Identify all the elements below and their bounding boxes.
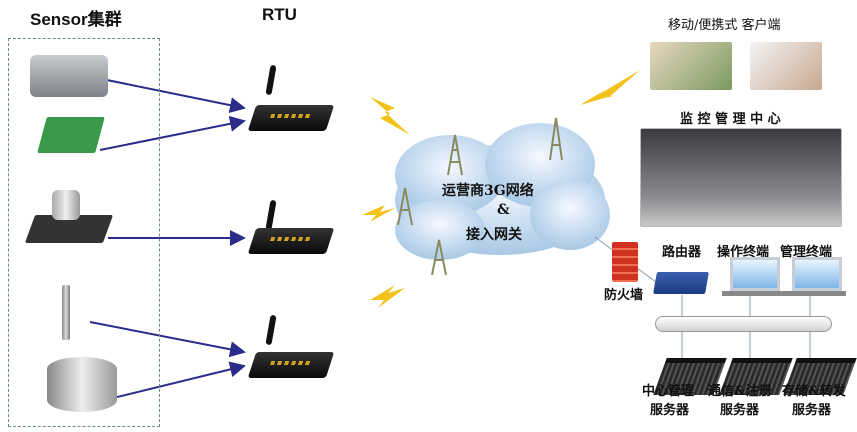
- rtu-device-2: [247, 228, 335, 254]
- tower-icons: [397, 117, 563, 276]
- cloud-label-3: 接入网关: [466, 227, 522, 243]
- camera-sensor-image: [30, 55, 108, 97]
- server-storage-line2: 服务器: [792, 403, 832, 418]
- firewall-icon: [612, 242, 638, 282]
- rtu-device-1: [247, 105, 335, 131]
- operator-keyboard-icon: [722, 291, 784, 296]
- cloud-label-2: &: [497, 202, 510, 218]
- cylinder-sensor-image: [47, 357, 117, 412]
- rtu-title: RTU: [262, 5, 297, 24]
- operator-terminal-label: 操作终端: [717, 245, 770, 260]
- admin-monitor-icon: [792, 257, 842, 291]
- gyro-image: [52, 190, 80, 220]
- firewall-label: 防火墙: [604, 288, 644, 303]
- gps-module-image: [37, 117, 105, 153]
- monitor-center-label: 监 控 管 理 中 心: [680, 112, 781, 127]
- arrow-cylinder-rtu3: [104, 361, 246, 401]
- control-room-photo: [640, 128, 842, 227]
- cloud-label-1: 运营商3G网络: [442, 183, 534, 199]
- sensor-group-title: Sensor集群: [30, 10, 122, 29]
- sensor-group-box: [8, 38, 160, 427]
- arrow-gps-rtu1: [99, 115, 246, 151]
- admin-terminal-label: 管理终端: [780, 245, 833, 260]
- tablet-photo: [650, 42, 732, 90]
- server-comm-line1: 通信&注册: [708, 384, 772, 399]
- lan-bus: [655, 316, 832, 332]
- mobile-clients-label: 移动/便携式 客户端: [668, 18, 781, 33]
- laptop-photo: [750, 42, 822, 90]
- arrow-camera-rtu1: [106, 79, 246, 114]
- router-label: 路由器: [662, 245, 702, 260]
- server-central-line1: 中心管理: [642, 384, 695, 399]
- probe-sensor-image: [62, 285, 70, 340]
- lightning-icons: [362, 70, 640, 308]
- rtu-device-3: [247, 352, 335, 378]
- router-icon: [653, 272, 709, 294]
- admin-keyboard-icon: [784, 291, 846, 296]
- operator-monitor-icon: [730, 257, 780, 291]
- server-storage-line1: 存储&转发: [782, 384, 846, 399]
- server-central-line2: 服务器: [650, 403, 690, 418]
- server-comm-line2: 服务器: [720, 403, 760, 418]
- arrow-probe-rtu3: [89, 321, 246, 358]
